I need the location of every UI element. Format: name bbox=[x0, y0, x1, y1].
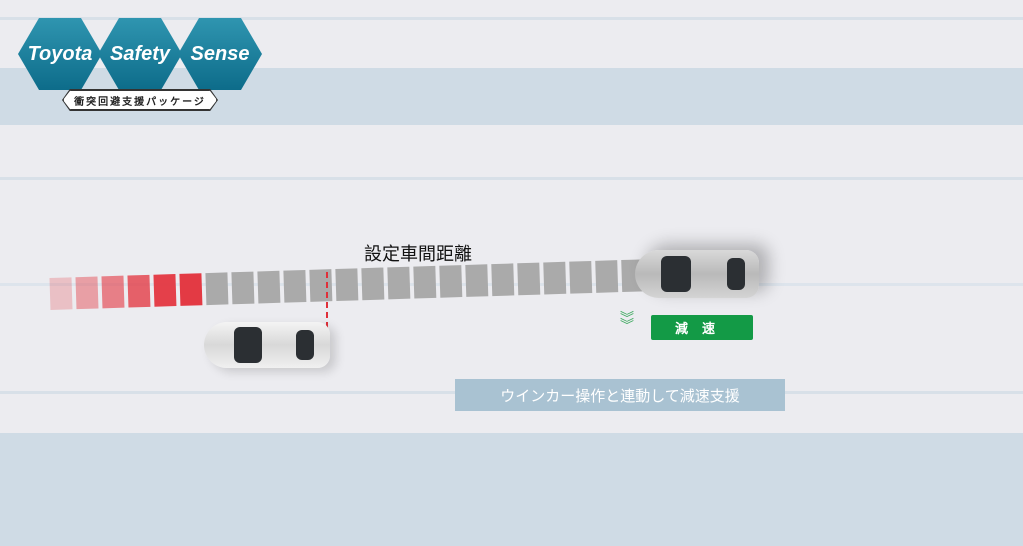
distance-label: 設定車間距離 bbox=[364, 244, 472, 265]
logo-word: Toyota bbox=[18, 18, 102, 90]
road-band-bottom bbox=[0, 433, 1023, 546]
distance-block-gray bbox=[335, 268, 359, 302]
car-rear-window bbox=[296, 330, 314, 360]
lane-line bbox=[0, 177, 1023, 180]
distance-block-gray bbox=[465, 264, 489, 297]
distance-block-gray bbox=[387, 266, 411, 300]
car-windshield bbox=[234, 327, 262, 363]
logo-word: Sense bbox=[178, 18, 262, 90]
decelerate-chevron-icon: ︾︾ bbox=[620, 311, 634, 334]
distance-block-red bbox=[49, 277, 73, 310]
distance-block-gray bbox=[413, 265, 437, 299]
car-rear-window bbox=[727, 258, 745, 290]
distance-block-gray bbox=[231, 271, 255, 305]
distance-marker-line bbox=[326, 272, 328, 328]
distance-block-gray bbox=[543, 261, 567, 295]
distance-block-red bbox=[75, 276, 99, 310]
distance-block-gray bbox=[491, 263, 515, 297]
distance-block-gray bbox=[569, 260, 593, 294]
distance-block-gray bbox=[205, 272, 229, 306]
distance-block-gray bbox=[595, 260, 619, 293]
caption-banner: ウインカー操作と連動して減速支援 bbox=[455, 379, 785, 411]
distance-block-red bbox=[153, 274, 177, 307]
toyota-safety-sense-logo: Toyota Safety Sense 衝突回避支援パッケージ bbox=[18, 18, 263, 113]
car-windshield bbox=[661, 256, 691, 292]
distance-block-red bbox=[179, 273, 203, 306]
lane-line bbox=[0, 17, 1023, 20]
distance-block-gray bbox=[257, 270, 281, 304]
lead-car bbox=[635, 250, 759, 298]
logo-subtitle: 衝突回避支援パッケージ bbox=[63, 90, 217, 110]
distance-block-red bbox=[101, 275, 125, 309]
decelerate-badge: 減速 bbox=[651, 315, 753, 340]
distance-block-gray bbox=[283, 269, 307, 303]
distance-block-gray bbox=[517, 262, 541, 296]
own-car bbox=[204, 322, 330, 368]
distance-block-gray bbox=[361, 267, 385, 301]
following-distance-blocks bbox=[49, 259, 650, 310]
distance-block-gray bbox=[439, 265, 463, 298]
distance-block-gray bbox=[309, 269, 333, 302]
distance-block-red bbox=[127, 274, 151, 308]
logo-word: Safety bbox=[98, 18, 182, 90]
